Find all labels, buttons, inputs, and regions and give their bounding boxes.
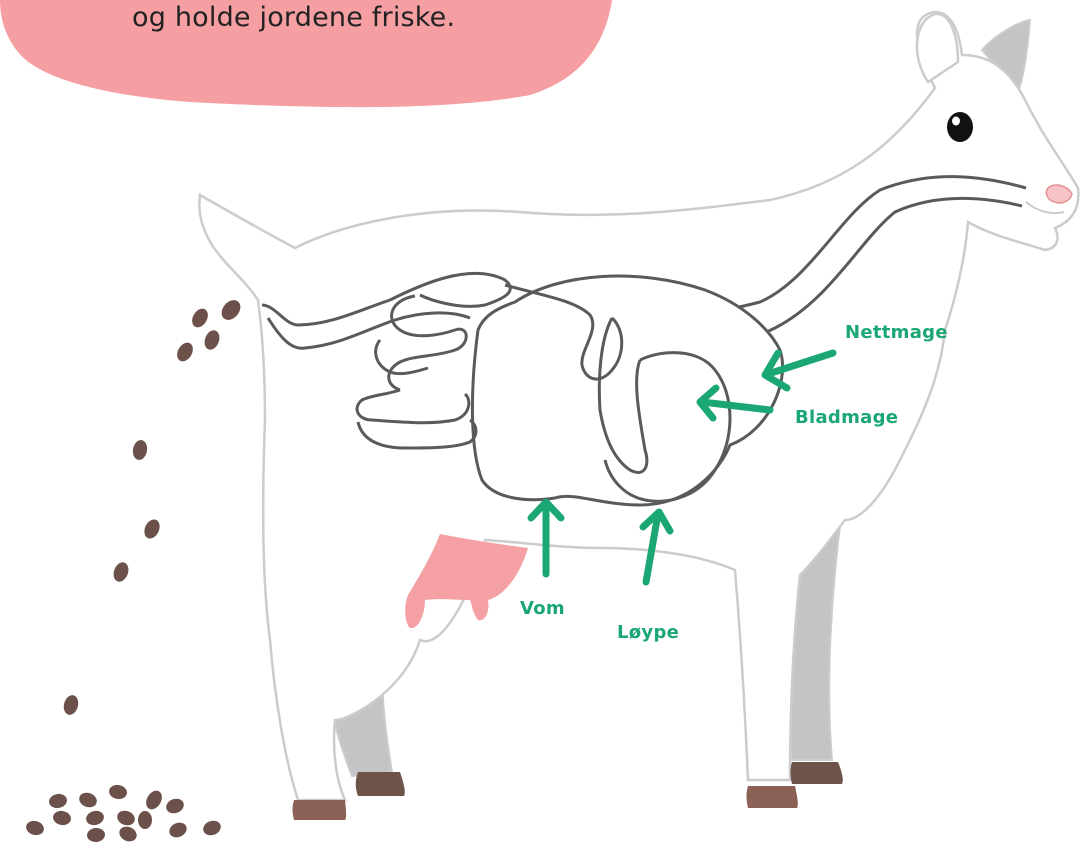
dropping [84,809,105,827]
label-reticulum: Nettmage [845,322,948,343]
hoof-back-left-2 [356,772,405,796]
dropping [141,517,162,541]
dropping [77,790,99,809]
dropping [138,811,152,829]
dropping [201,818,223,837]
dropping [218,296,244,323]
label-abomasum: Løype [617,622,679,643]
hoof-front-right [747,786,798,808]
eye [947,112,973,142]
dropping [48,793,68,810]
dropping [174,340,196,364]
dropping [202,328,222,352]
dropping [167,820,189,840]
dropping [117,824,139,843]
dropping [111,560,131,584]
dropping [52,810,72,827]
intro-text: og holde jordene friske. [132,2,455,33]
dropping [62,694,81,717]
dropping [108,784,128,801]
dropping [131,439,148,461]
dropping [24,819,45,837]
hoof-front-right-2 [791,762,843,784]
dropping [164,796,186,815]
eye-highlight [952,117,960,126]
hoof-back-left [293,800,347,820]
dropping [86,827,105,843]
droppings [24,296,244,843]
dropping [115,808,137,827]
dropping [143,788,165,812]
label-rumen: Vom [520,598,565,619]
dropping [189,306,211,330]
label-omasum: Bladmage [795,407,898,428]
